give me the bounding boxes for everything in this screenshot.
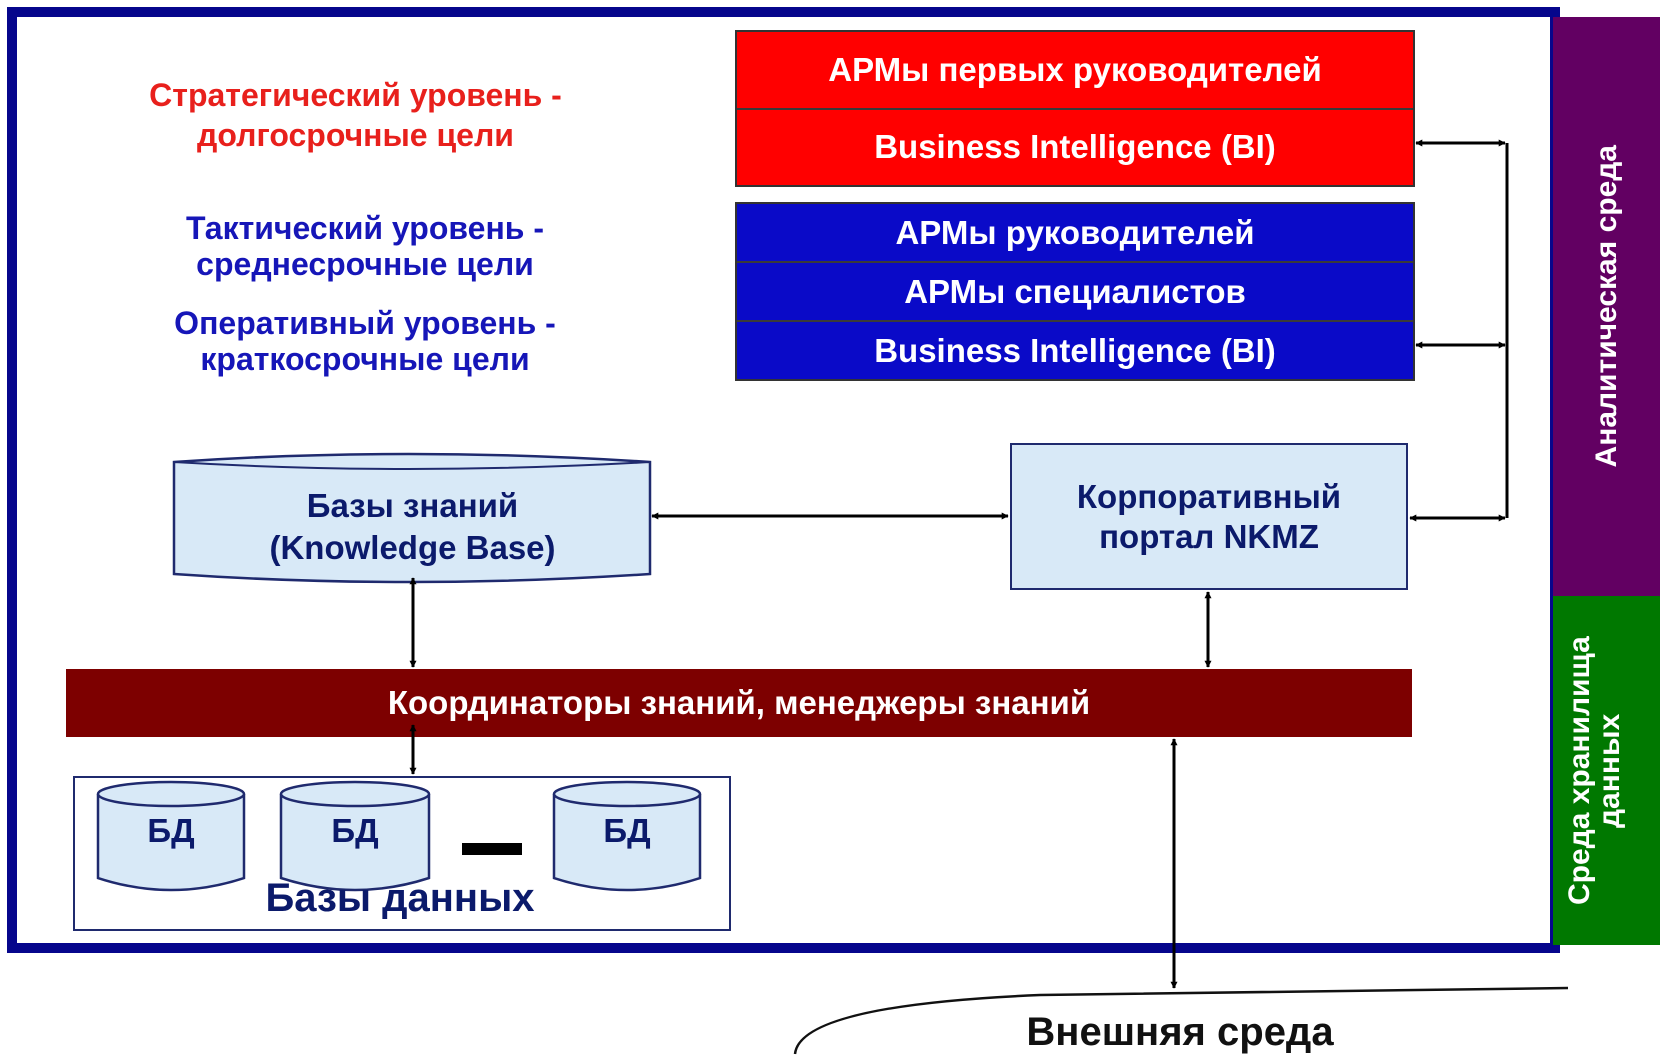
tactical-level-label: Тактический уровень - среднесрочные цели xyxy=(186,210,544,282)
corporate-portal-box: Корпоративный портал NKMZ xyxy=(1010,443,1408,590)
analytic-environment-panel: Аналитическая среда xyxy=(1553,17,1660,596)
databases-title: Базы данных xyxy=(265,876,535,920)
middle-management-stack: АРМы руководителей АРМы специалистов Bus… xyxy=(735,202,1415,381)
database-cylinder-1 xyxy=(96,780,246,892)
knowledge-base-label: Базы знаний (Knowledge Base) xyxy=(269,487,556,566)
external-environment-label: Внешняя среда xyxy=(1026,1010,1334,1054)
database-2-label: БД xyxy=(331,812,379,849)
knowledge-coordinators-bar: Координаторы знаний, менеджеры знаний xyxy=(66,669,1412,737)
strategic-level-label: Стратегический уровень - долгосрочные це… xyxy=(149,77,562,153)
top-bi-bar: Business Intelligence (BI) xyxy=(874,128,1276,166)
database-3-label: БД xyxy=(603,812,651,849)
middle-bi-bar: Business Intelligence (BI) xyxy=(874,331,1276,369)
managers-workstations: АРМы руководителей xyxy=(737,204,1413,263)
operational-level-label: Оперативный уровень - краткосрочные цели xyxy=(174,305,556,377)
storage-environment-panel: Среда хранилища данных xyxy=(1553,596,1660,945)
database-cylinder-3 xyxy=(552,780,702,892)
knowledge-coordinators-label: Координаторы знаний, менеджеры знаний xyxy=(387,684,1091,721)
top-management-stack: АРМы первых руководителей Business Intel… xyxy=(735,30,1415,187)
database-cylinder-2 xyxy=(279,780,431,892)
ellipsis-dash xyxy=(462,843,522,855)
specialists-workstations: АРМы специалистов xyxy=(737,263,1413,322)
top-managers-workstations: АРМы первых руководителей xyxy=(737,32,1413,110)
corporate-portal-label: Корпоративный портал NKMZ xyxy=(1076,477,1342,555)
database-1-label: БД xyxy=(147,812,195,849)
